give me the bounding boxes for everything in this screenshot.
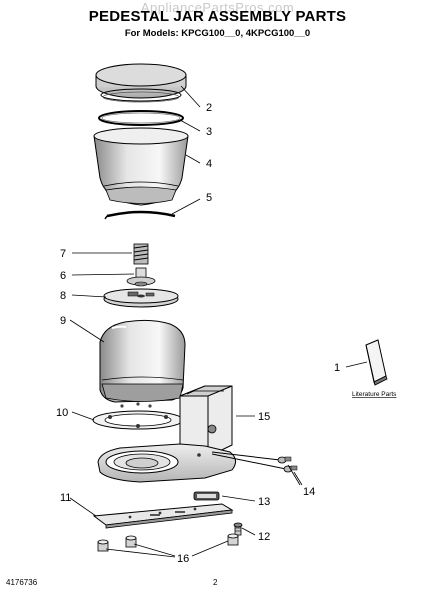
spring-part [133,243,149,265]
callout-2: 2 [206,102,212,114]
badge-part [193,491,220,501]
bowl-part [93,127,189,206]
callout-12: 12 [258,531,270,543]
document-number: 4176736 [6,578,38,587]
callout-4: 4 [206,158,212,170]
valve-plate-part [103,288,179,308]
callout-15: 15 [258,411,270,423]
base-gasket-part [92,402,184,430]
callout-9: 9 [60,315,66,327]
callout-5: 5 [206,192,212,204]
lid-cap-part [95,63,187,103]
gasket-ring-part [98,110,184,126]
literature-parts-label: Literature Parts [352,391,397,398]
leader-lines [69,85,368,558]
page-title: PEDESTAL JAR ASSEMBLY PARTS [88,8,347,25]
callout-6: 6 [60,270,66,282]
page-number: 2 [213,578,218,587]
literature-booklet-part [365,339,388,386]
callout-1: 1 [334,362,340,374]
callout-numbers: 2 3 4 5 7 6 8 9 10 15 11 13 12 14 16 1 [56,102,340,565]
page-subtitle: For Models: KPCG100__0, 4KPCG100__0 [124,28,311,39]
callout-14: 14 [303,486,315,498]
pedestal-jar-part [99,319,186,403]
callout-3: 3 [206,126,212,138]
valve-knob-part [126,267,156,287]
rubber-feet-part [97,533,239,552]
screw-part [233,522,243,536]
callout-16: 16 [177,553,189,565]
bottom-plate-part [92,503,234,529]
bottom-seal-part [104,210,176,220]
watermark: AppliancePartsPros.com [140,0,295,15]
callout-11: 11 [60,492,71,504]
callout-10: 10 [56,407,68,419]
fastener-screws-part [211,451,298,473]
callout-13: 13 [258,496,270,508]
callout-8: 8 [60,290,66,302]
pedestal-tower-part [179,385,233,459]
callout-7: 7 [60,248,66,260]
pedestal-base-part [97,443,236,483]
